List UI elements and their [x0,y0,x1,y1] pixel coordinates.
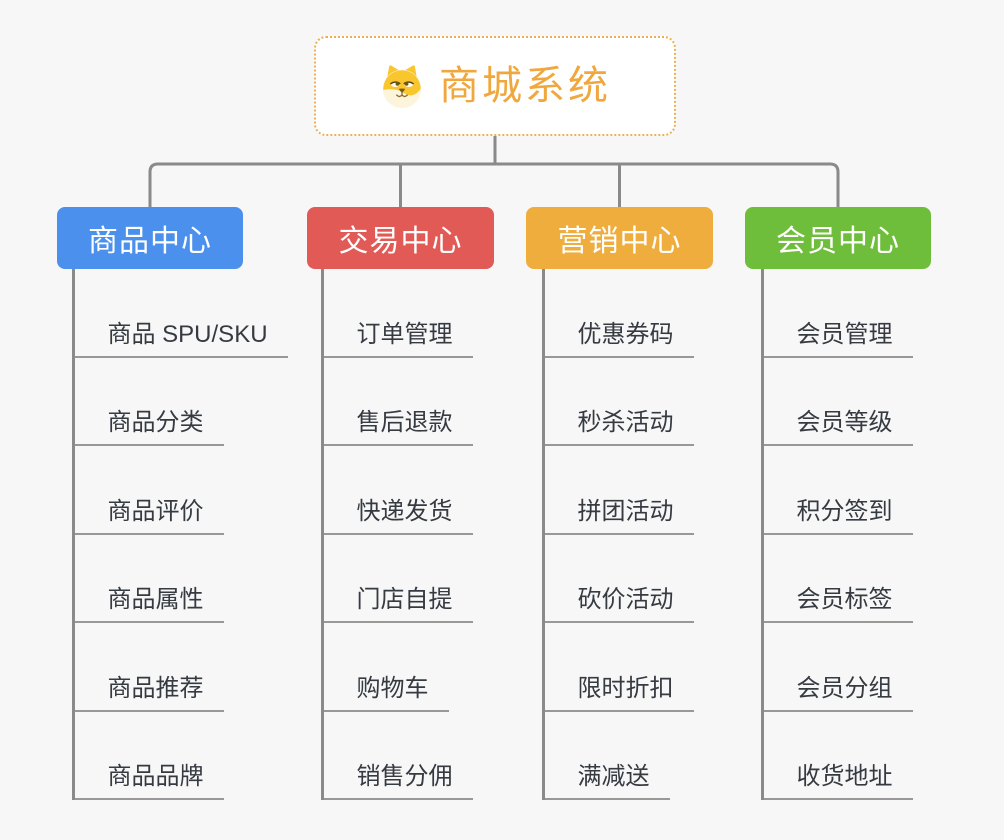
leaf-label: 秒杀活动 [544,411,694,446]
branch-label: 商品中心 [88,225,212,258]
leaf-node[interactable]: 优惠券码 [544,269,694,358]
leaf-node[interactable]: 快递发货 [323,446,473,535]
branch-children-member-center: 会员管理 会员等级 积分签到 会员标签 会员分组 收货地址 [760,269,913,800]
leaf-node[interactable]: 满减送 [544,712,694,800]
leaf-label: 售后退款 [323,411,473,446]
branch-label: 交易中心 [338,225,463,258]
leaf-node[interactable]: 积分签到 [763,446,913,535]
leaf-label: 积分签到 [763,499,913,535]
leaf-node[interactable]: 购物车 [323,623,473,712]
leaf-node[interactable]: 商品属性 [74,535,288,623]
branch-children-marketing-center: 优惠券码 秒杀活动 拼团活动 砍价活动 限时折扣 满减送 [541,269,694,800]
leaf-label: 订单管理 [323,322,473,358]
leaf-node[interactable]: 秒杀活动 [544,358,694,446]
leaf-node[interactable]: 门店自提 [323,535,473,623]
leaf-label: 拼团活动 [544,499,694,535]
leaf-label: 购物车 [323,676,449,712]
leaf-node[interactable]: 订单管理 [323,269,473,358]
branch-label: 营销中心 [557,225,682,258]
leaf-node[interactable]: 销售分佣 [323,712,473,800]
leaf-label: 优惠券码 [544,322,694,358]
leaf-label: 会员管理 [763,322,913,358]
leaf-node[interactable]: 商品分类 [74,358,288,446]
leaf-node[interactable]: 拼团活动 [544,446,694,535]
leaf-label: 快递发货 [323,499,473,535]
branch-node-trade-center[interactable]: 交易中心 [307,207,494,269]
branch-children-product-center: 商品 SPU/SKU 商品分类 商品评价 商品属性 商品推荐 商品品牌 [71,269,288,800]
leaf-label: 商品分类 [74,411,224,446]
leaf-label: 限时折扣 [544,676,694,712]
leaf-node[interactable]: 商品推荐 [74,623,288,712]
leaf-label: 商品推荐 [74,676,224,712]
leaf-node[interactable]: 售后退款 [323,358,473,446]
leaf-label: 会员标签 [763,588,913,623]
leaf-label: 砍价活动 [544,588,694,623]
leaf-label: 销售分佣 [323,765,473,800]
branch-label: 会员中心 [776,225,900,258]
leaf-node[interactable]: 商品 SPU/SKU [74,269,288,358]
leaf-label: 门店自提 [323,588,473,623]
leaf-node[interactable]: 限时折扣 [544,623,694,712]
branch-children-trade-center: 订单管理 售后退款 快递发货 门店自提 购物车 销售分佣 [320,269,473,800]
branch-node-product-center[interactable]: 商品中心 [57,207,243,269]
leaf-node[interactable]: 会员等级 [763,358,913,446]
leaf-label: 商品 SPU/SKU [74,322,288,358]
root-node-mall-system[interactable]: 商城系统 [314,36,676,136]
leaf-node[interactable]: 收货地址 [763,712,913,800]
leaf-node[interactable]: 会员标签 [763,535,913,623]
leaf-node[interactable]: 商品评价 [74,446,288,535]
leaf-label: 满减送 [544,765,670,800]
leaf-node[interactable]: 砍价活动 [544,535,694,623]
dog-face-icon [379,63,425,109]
leaf-label: 商品属性 [74,588,224,623]
leaf-node[interactable]: 商品品牌 [74,712,288,800]
leaf-label: 收货地址 [763,765,913,800]
leaf-label: 商品评价 [74,499,224,535]
leaf-node[interactable]: 会员管理 [763,269,913,358]
branch-node-member-center[interactable]: 会员中心 [745,207,931,269]
branch-node-marketing-center[interactable]: 营销中心 [526,207,713,269]
leaf-label: 商品品牌 [74,765,224,800]
leaf-label: 会员等级 [763,411,913,446]
leaf-label: 会员分组 [763,676,913,712]
leaf-node[interactable]: 会员分组 [763,623,913,712]
root-node-title: 商城系统 [439,64,611,108]
